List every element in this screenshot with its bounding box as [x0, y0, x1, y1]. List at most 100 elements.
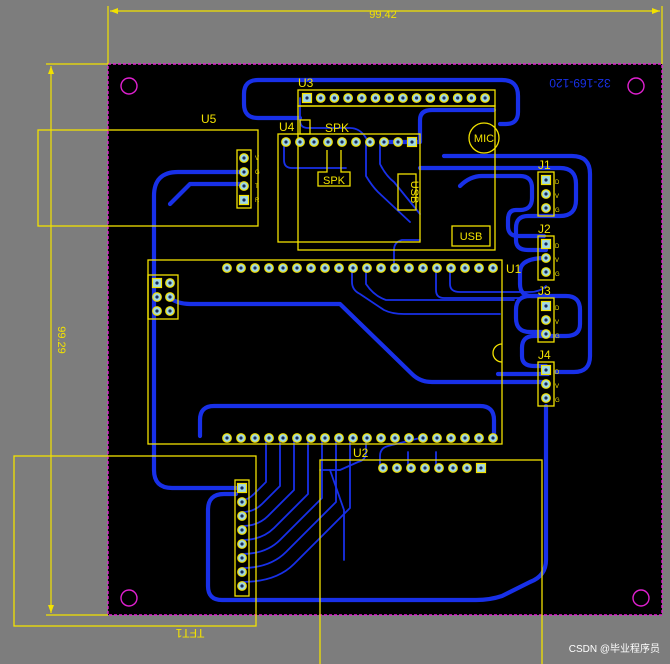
u3-pad-9-drill	[415, 96, 419, 100]
j4-pad-1-drill	[544, 368, 548, 372]
j2-outline	[537, 235, 555, 281]
u5-pad-2-drill	[242, 170, 246, 174]
silkscreen	[13, 89, 555, 664]
j4-pad-2-drill	[544, 382, 548, 386]
component-labels: U5 U3 U4 SPK SPK USB USB MIC U1 U2 J1 J2…	[175, 76, 551, 640]
j3-pad-3-drill	[544, 332, 548, 336]
u2-pad-5-drill	[437, 466, 441, 470]
spk-box-label: SPK	[323, 175, 346, 187]
u1-top-pad-17-drill	[449, 266, 453, 270]
j1-pin-g: G	[555, 208, 560, 214]
j1-label: J1	[538, 158, 551, 172]
u2-label: U2	[353, 446, 369, 460]
u1-side-header	[147, 274, 179, 320]
u3-pad-2-drill	[319, 96, 323, 100]
traces	[151, 77, 593, 603]
j1-pin-d: D	[555, 180, 560, 186]
u1-top-pad-18-drill	[463, 266, 467, 270]
u5-label: U5	[201, 112, 217, 126]
j3-pad-1-drill	[544, 304, 548, 308]
u4-pad-8-drill	[382, 140, 386, 144]
j2-pin-v: V	[555, 258, 559, 264]
j3-outline	[537, 297, 555, 343]
u4-pad-11-drill	[410, 140, 414, 144]
j3-pin-v: V	[555, 320, 559, 326]
u1-side-a-pad-3-drill	[155, 309, 159, 313]
usb-box-outline	[451, 225, 491, 247]
u4-pad-4-drill	[326, 140, 330, 144]
j1-pin-v: V	[555, 194, 559, 200]
u3-pad-12-drill	[456, 96, 460, 100]
board-outline	[107, 63, 663, 616]
tft1-pad-4-drill	[240, 528, 244, 532]
u1-bottom-pad-13-drill	[393, 436, 397, 440]
u3-pad-6-drill	[373, 96, 378, 100]
u4-pad-9-drill	[396, 140, 400, 144]
j2-pad-1-drill	[544, 242, 548, 246]
u2-pad-1-drill	[381, 466, 385, 470]
u1-top-pad-9-drill	[337, 266, 341, 270]
u1-bottom-pad-15-drill	[421, 436, 425, 440]
u1-bottom-pad-14-drill	[407, 436, 411, 440]
j1-pad-2-drill	[544, 192, 548, 196]
j3-pin-d: D	[555, 306, 560, 312]
j3-pin-g: G	[555, 334, 560, 340]
u3-pad-13-drill	[469, 96, 473, 100]
u1-side-b-pad-1-drill	[168, 281, 172, 285]
u1-top-pad-20-drill	[491, 266, 495, 270]
u3-label: U3	[298, 76, 314, 90]
tft1-header-outline	[234, 479, 250, 597]
j1-pad-1-drill	[544, 178, 548, 182]
u3-pad-1-drill	[305, 96, 309, 100]
tft1-label: TFT1	[175, 626, 204, 640]
u2-pad-9-drill	[479, 466, 483, 470]
u1-top-pad-4-drill	[267, 266, 271, 270]
mic-circle	[468, 122, 500, 154]
u1-bottom-pad-4-drill	[267, 436, 271, 440]
u1-bottom-pad-2-drill	[239, 436, 243, 440]
u1-bottom-pad-19-drill	[477, 436, 481, 440]
u1-bottom-pad-8-drill	[323, 436, 327, 440]
u1-bottom-pad-9-drill	[337, 436, 341, 440]
u1-top-pad-16-drill	[435, 266, 439, 270]
j3-label: J3	[538, 284, 551, 298]
u1-top-pad-1-drill	[225, 266, 229, 270]
width-dimension-value: 99.42	[369, 9, 397, 21]
u1-top-pad-15-drill	[421, 266, 425, 270]
j4-pin-d: D	[555, 370, 560, 376]
u1-top-pad-3-drill	[253, 266, 257, 270]
tft1-pad-1-drill	[240, 486, 244, 490]
u1-bottom-pad-12-drill	[379, 436, 383, 440]
u5-pin-labels: V G T R	[255, 156, 260, 204]
u1-top-pad-12-drill	[379, 266, 383, 270]
j4-pin-v: V	[555, 384, 559, 390]
u1-bottom-pad-16-drill	[435, 436, 439, 440]
mic-label: MIC	[474, 133, 494, 145]
u1-top-pad-13-drill	[393, 266, 397, 270]
u4-key	[299, 119, 311, 135]
u3-pad-11-drill	[442, 96, 446, 100]
j4-pad-3-drill	[544, 396, 548, 400]
u5-pin-r: R	[255, 198, 260, 204]
u3-pad-4-drill	[346, 96, 350, 100]
j2-pad-2-drill	[544, 256, 548, 260]
j2-pad-3-drill	[544, 270, 548, 274]
tft1-pad-6-drill	[240, 556, 244, 560]
u4-pad-2-drill	[298, 140, 302, 144]
j1-outline	[537, 171, 555, 217]
tft1-pad-5-drill	[240, 542, 244, 546]
usb-vertical-outline	[397, 173, 417, 211]
tft1-pad-3-drill	[240, 514, 244, 518]
j-pin-labels: D V G D V G D V G D V G	[555, 180, 560, 404]
u2-pad-4-drill	[423, 466, 427, 470]
u4-label: U4	[279, 120, 295, 134]
mounting-hole-tl	[120, 77, 138, 95]
u1-side-b-pad-2-drill	[168, 295, 172, 299]
u1-bottom-pad-17-drill	[449, 436, 453, 440]
u4-pad-6-drill	[354, 140, 358, 144]
u1-bottom-pad-11-drill	[365, 436, 369, 440]
u3-pad-5-drill	[360, 96, 364, 100]
pads	[151, 92, 552, 591]
